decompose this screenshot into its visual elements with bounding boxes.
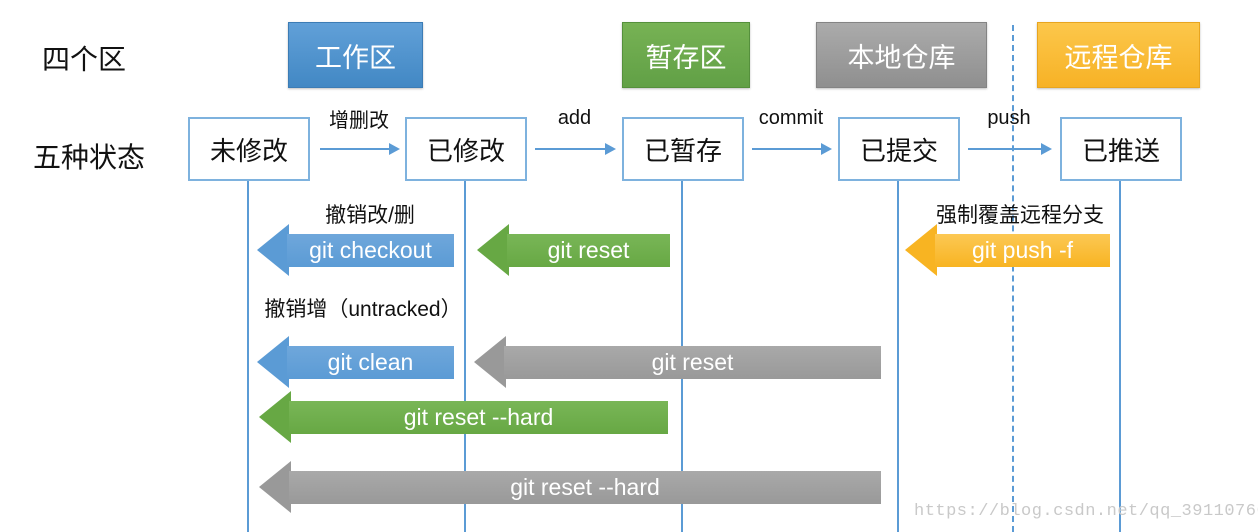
left-arrow-head-icon xyxy=(259,461,291,513)
note-force-overwrite-remote: 强制覆盖远程分支 xyxy=(936,204,1104,227)
cmd-arrow-git-checkout: git checkout xyxy=(257,222,454,278)
csdn-watermark: https://blog.csdn.net/qq_39110766 xyxy=(914,502,1258,521)
left-arrow-head-icon xyxy=(257,336,289,388)
cmd-label-git-reset-staged: git reset xyxy=(507,233,670,267)
cmd-label-git-push-f: git push -f xyxy=(935,233,1110,267)
transition-label-push: push xyxy=(987,106,1031,129)
area-box-remote-repo: 远程仓库 xyxy=(1037,22,1200,88)
left-arrow-head-icon xyxy=(474,336,506,388)
cmd-arrow-git-reset-hard-committed: git reset --hard xyxy=(259,459,881,515)
cmd-label-git-reset-hard-staged: git reset --hard xyxy=(289,400,668,434)
left-arrow-head-icon xyxy=(477,224,509,276)
cmd-arrow-git-reset-hard-staged: git reset --hard xyxy=(259,389,668,445)
lifeline-pushed xyxy=(1119,181,1121,532)
states-row-label: 五种状态 xyxy=(33,142,146,173)
cmd-arrow-git-reset-committed: git reset xyxy=(474,334,881,390)
area-box-workspace: 工作区 xyxy=(288,22,423,88)
transition-arrow-commit-icon xyxy=(752,143,832,155)
cmd-label-git-clean: git clean xyxy=(287,345,454,379)
transition-arrow-modify-icon xyxy=(320,143,400,155)
note-undo-untracked: 撤销增（untracked） xyxy=(264,298,462,321)
lifeline-unmodified xyxy=(247,181,249,532)
transition-arrow-add-icon xyxy=(535,143,616,155)
cmd-label-git-reset-committed: git reset xyxy=(504,345,881,379)
area-box-staging: 暂存区 xyxy=(622,22,750,88)
areas-row-label: 四个区 xyxy=(42,44,127,75)
cmd-arrow-git-clean: git clean xyxy=(257,334,454,390)
lifeline-modified xyxy=(464,181,466,532)
cmd-arrow-git-reset-staged: git reset xyxy=(477,222,670,278)
area-box-local-repo: 本地仓库 xyxy=(816,22,987,88)
cmd-arrow-git-push-f: git push -f xyxy=(905,222,1110,278)
state-box-modified: 已修改 xyxy=(405,117,527,181)
transition-label-commit: commit xyxy=(758,106,824,129)
transition-label-modify: 增删改 xyxy=(329,109,389,132)
cmd-label-git-reset-hard-committed: git reset --hard xyxy=(289,470,881,504)
left-arrow-head-icon xyxy=(905,224,937,276)
state-box-pushed: 已推送 xyxy=(1060,117,1182,181)
state-box-unmodified: 未修改 xyxy=(188,117,310,181)
state-box-committed: 已提交 xyxy=(838,117,960,181)
lifeline-committed xyxy=(897,181,899,532)
state-box-staged: 已暂存 xyxy=(622,117,744,181)
transition-arrow-push-icon xyxy=(968,143,1052,155)
cmd-label-git-checkout: git checkout xyxy=(287,233,454,267)
left-arrow-head-icon xyxy=(259,391,291,443)
transition-label-add: add xyxy=(557,106,592,129)
note-undo-modify-delete: 撤销改/删 xyxy=(325,204,415,227)
remote-boundary-dashed-line xyxy=(1012,25,1014,532)
left-arrow-head-icon xyxy=(257,224,289,276)
